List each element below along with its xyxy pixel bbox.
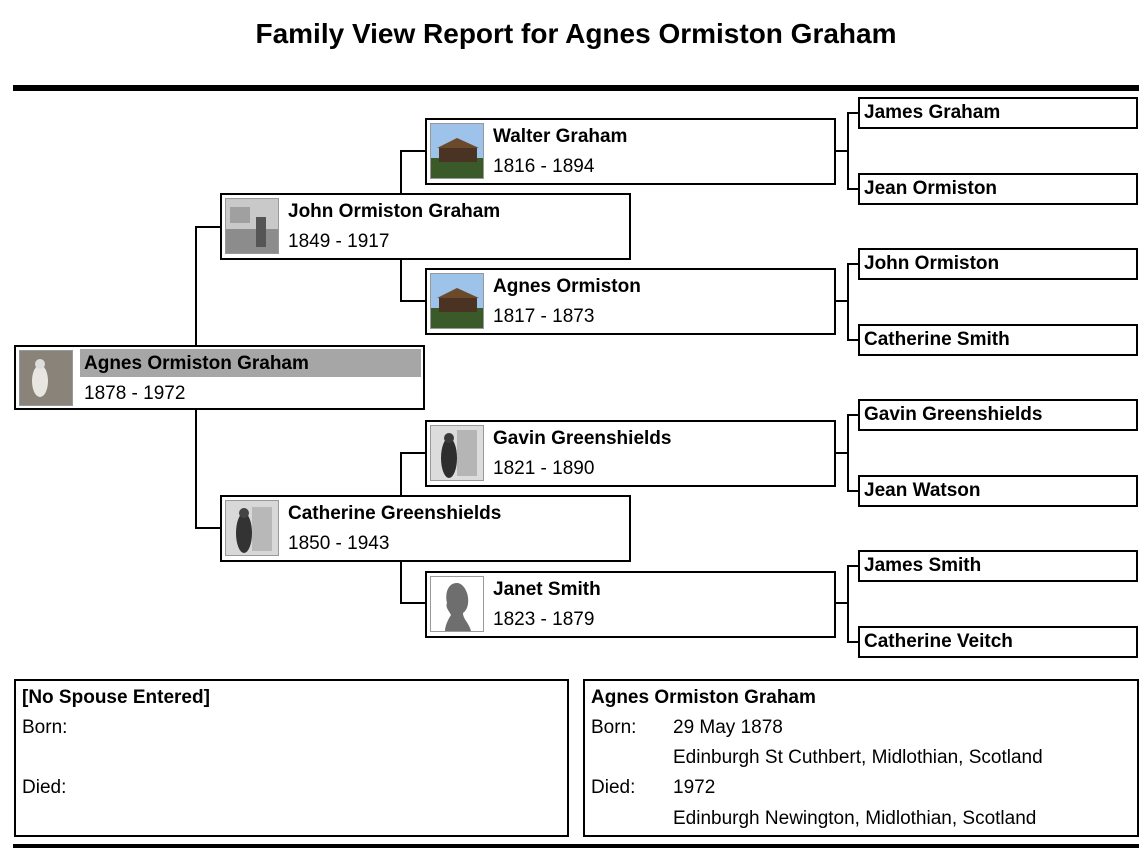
connector: [400, 602, 426, 604]
photo-icon: [430, 123, 484, 179]
connector: [847, 414, 849, 492]
connector: [847, 414, 859, 416]
person-dates: 1878 - 1972: [84, 383, 186, 404]
person-name: Gavin Greenshields: [864, 404, 1043, 425]
born-label: Born:: [591, 717, 637, 738]
connector: [847, 112, 849, 190]
grandparent-box[interactable]: Gavin Greenshields 1821 - 1890: [425, 420, 836, 487]
grandparent-box[interactable]: Walter Graham 1816 - 1894: [425, 118, 836, 185]
connector: [834, 150, 848, 152]
connector: [195, 409, 197, 529]
person-dates: 1849 - 1917: [288, 231, 390, 252]
person-name: Agnes Ormiston Graham: [84, 353, 309, 374]
person-dates: 1823 - 1879: [493, 609, 595, 630]
person-name: Walter Graham: [493, 126, 628, 147]
great-grandparent-box[interactable]: James Smith: [858, 550, 1138, 582]
great-grandparent-box[interactable]: Jean Watson: [858, 475, 1138, 507]
connector: [847, 490, 859, 492]
report-title: Family View Report for Agnes Ormiston Gr…: [255, 18, 897, 49]
spouse-panel: [No Spouse Entered] Born: Died:: [14, 679, 569, 837]
connector: [195, 226, 197, 346]
connector: [847, 339, 859, 341]
person-name: Janet Smith: [493, 579, 601, 600]
photo-icon: [225, 198, 279, 254]
person-name: James Smith: [864, 555, 982, 576]
person-name: Agnes Ormiston Graham: [591, 687, 816, 708]
photo-icon: [225, 500, 279, 556]
connector: [195, 527, 221, 529]
connector: [834, 300, 848, 302]
died-label: Died:: [22, 777, 67, 798]
connector: [400, 560, 402, 603]
connector: [847, 263, 859, 265]
person-dates: 1816 - 1894: [493, 156, 595, 177]
person-name: John Ormiston Graham: [288, 201, 501, 222]
person-details-panel: Agnes Ormiston Graham Born: 29 May 1878 …: [583, 679, 1139, 837]
born-label: Born:: [22, 717, 68, 738]
born-date: 29 May 1878: [673, 717, 783, 738]
died-date: 1972: [673, 777, 716, 798]
person-name: John Ormiston: [864, 253, 1000, 274]
person-name: Jean Watson: [864, 480, 981, 501]
connector: [400, 300, 426, 302]
born-place: Edinburgh St Cuthbert, Midlothian, Scotl…: [673, 747, 1043, 768]
focus-highlight: [80, 349, 421, 377]
grandparent-box[interactable]: Agnes Ormiston 1817 - 1873: [425, 268, 836, 335]
person-dates: 1817 - 1873: [493, 306, 595, 327]
great-grandparent-box[interactable]: James Graham: [858, 97, 1138, 129]
connector: [195, 226, 221, 228]
person-name: Catherine Smith: [864, 329, 1010, 350]
connector: [400, 150, 426, 152]
connector: [834, 602, 848, 604]
photo-icon: [19, 350, 73, 406]
connector: [847, 112, 859, 114]
great-grandparent-box[interactable]: Gavin Greenshields: [858, 399, 1138, 431]
title-rule: [13, 85, 1139, 91]
connector: [400, 150, 402, 193]
person-dates: 1821 - 1890: [493, 458, 595, 479]
person-name: Catherine Veitch: [864, 631, 1013, 652]
connector: [400, 452, 426, 454]
focus-person-box[interactable]: Agnes Ormiston Graham 1878 - 1972: [14, 345, 425, 410]
person-dates: 1850 - 1943: [288, 533, 390, 554]
parent-box-mother[interactable]: Catherine Greenshields 1850 - 1943: [220, 495, 631, 562]
parent-box-father[interactable]: John Ormiston Graham 1849 - 1917: [220, 193, 631, 260]
person-name: Jean Ormiston: [864, 178, 998, 199]
spouse-name: [No Spouse Entered]: [22, 687, 210, 708]
connector: [847, 565, 859, 567]
great-grandparent-box[interactable]: John Ormiston: [858, 248, 1138, 280]
person-name: Catherine Greenshields: [288, 503, 502, 524]
silhouette-icon: [430, 576, 484, 632]
connector: [847, 188, 859, 190]
great-grandparent-box[interactable]: Jean Ormiston: [858, 173, 1138, 205]
connector: [400, 259, 402, 301]
person-name: James Graham: [864, 102, 1001, 123]
connector: [847, 641, 859, 643]
photo-icon: [430, 425, 484, 481]
connector: [834, 452, 848, 454]
connector: [400, 452, 402, 495]
person-name: Agnes Ormiston: [493, 276, 641, 297]
died-place: Edinburgh Newington, Midlothian, Scotlan…: [673, 808, 1037, 829]
footer-rule: [13, 844, 1139, 848]
great-grandparent-box[interactable]: Catherine Veitch: [858, 626, 1138, 658]
connector: [847, 263, 849, 341]
grandparent-box[interactable]: Janet Smith 1823 - 1879: [425, 571, 836, 638]
person-name: Gavin Greenshields: [493, 428, 672, 449]
connector: [847, 565, 849, 643]
great-grandparent-box[interactable]: Catherine Smith: [858, 324, 1138, 356]
died-label: Died:: [591, 777, 636, 798]
photo-icon: [430, 273, 484, 329]
